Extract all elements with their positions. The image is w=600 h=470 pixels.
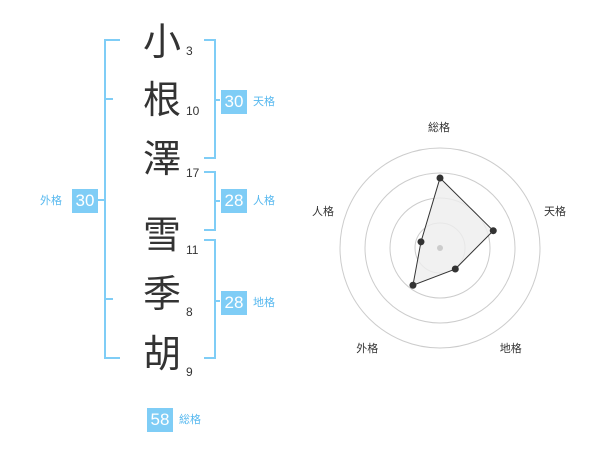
radar-axis-label-2: 天格 [544, 205, 567, 219]
name-char-2: 根 [142, 78, 181, 122]
radar-center-dot [437, 245, 443, 251]
radar-axis-label-1: 総格 [428, 121, 450, 134]
gaikaku-value: 30 [72, 189, 98, 213]
jinkaku-value: 28 [221, 189, 247, 213]
name-char-6: 胡 [142, 332, 181, 376]
tenkaku-value: 30 [221, 90, 247, 114]
chikaku-bracket [204, 239, 220, 359]
radar-axis-label-3: 地格 [499, 341, 522, 355]
soukaku-label: 総格 [179, 413, 201, 426]
radar-axis-label-5: 人格 [311, 205, 334, 219]
radar-point-3 [451, 265, 459, 273]
chikaku-label: 地格 [253, 296, 275, 309]
radar-point-4 [409, 281, 417, 289]
radar-ring-4 [339, 147, 541, 349]
radar-point-1 [436, 174, 444, 182]
chikaku-value: 28 [221, 291, 247, 315]
stroke-count-4: 11 [186, 243, 199, 257]
soukaku-value: 58 [147, 408, 173, 432]
stroke-count-2: 10 [186, 104, 200, 118]
name-char-5: 季 [142, 272, 181, 316]
radar-ring-3 [364, 172, 516, 324]
name-char-1: 小 [142, 20, 181, 64]
radar-point-2 [489, 227, 497, 235]
stroke-count-1: 3 [186, 44, 193, 58]
stroke-count-5: 8 [186, 305, 193, 319]
tenkaku-label: 天格 [253, 95, 275, 108]
stroke-count-6: 9 [186, 365, 193, 379]
tenkaku-bracket [204, 39, 220, 159]
gaikaku-label: 外格 [40, 194, 62, 207]
radar-series-polygon [412, 177, 494, 286]
radar-point-5 [417, 238, 425, 246]
stroke-count-3: 17 [186, 166, 200, 180]
jinkaku-label: 人格 [253, 194, 275, 207]
radar-axis-label-4: 外格 [356, 341, 379, 355]
name-char-3: 澤 [142, 137, 181, 181]
name-char-4: 雪 [142, 213, 181, 257]
gaikaku-bracket [98, 39, 120, 359]
jinkaku-bracket [204, 171, 220, 231]
